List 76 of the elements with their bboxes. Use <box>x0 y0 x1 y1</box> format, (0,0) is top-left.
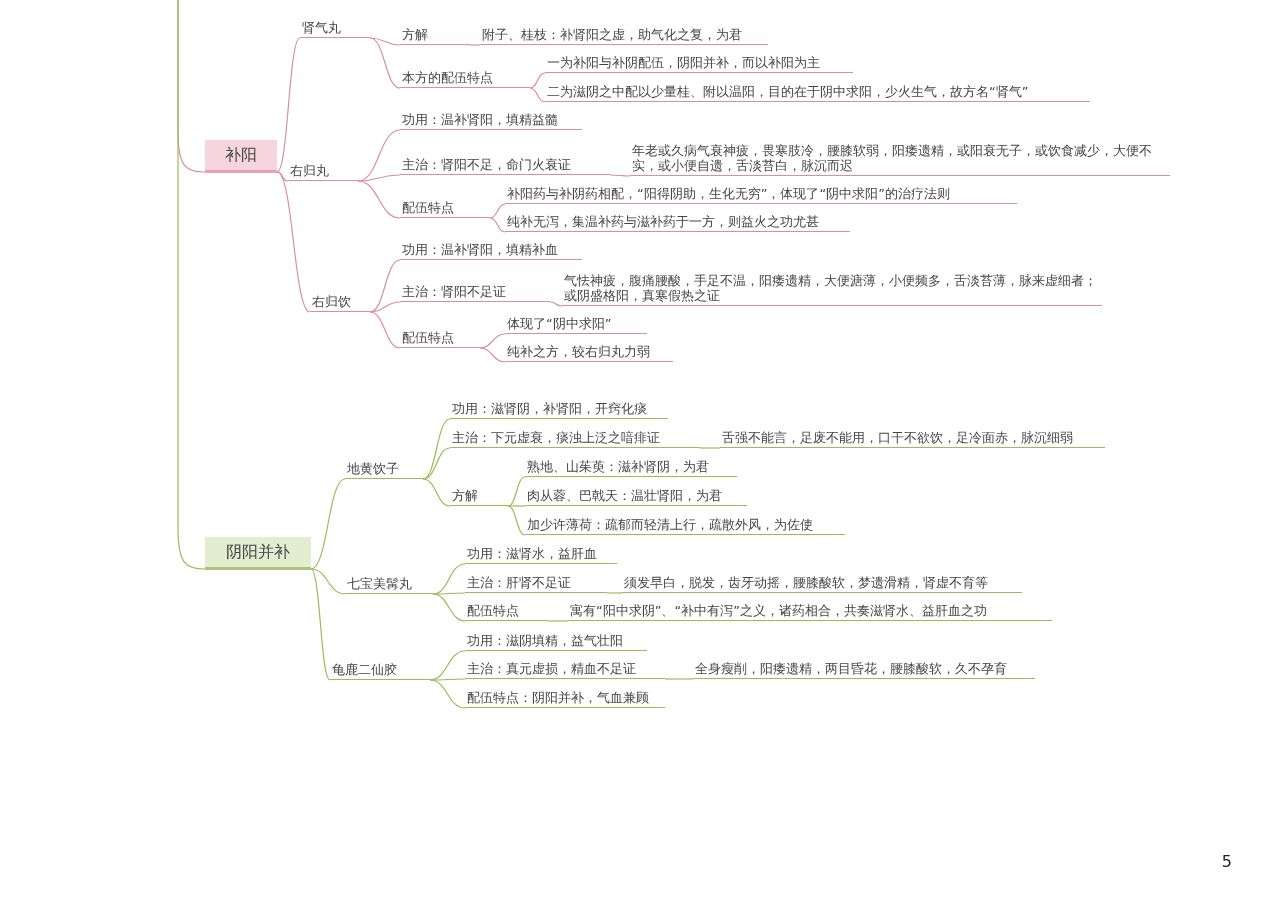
branch-line <box>469 44 481 46</box>
branch-line <box>429 678 466 681</box>
branch-line <box>479 347 506 363</box>
branch-line <box>310 568 346 595</box>
branch-line <box>699 447 721 449</box>
branch-line <box>422 478 451 507</box>
branch-line <box>432 592 466 595</box>
topic-node: 方解 <box>400 27 470 45</box>
branch-line <box>310 568 331 681</box>
topic-node: 一为补阳与补阴配伍，阴阳并补，而以补阳为主 <box>545 55 853 73</box>
topic-node: 气怯神疲，腹痛腰酸，手足不温，阳痿遗精，大便溏薄，小便频多，舌淡苔薄，脉来虚细者；或阴盛格阳，真寒假热之证 <box>562 273 1102 306</box>
branch-line <box>664 678 694 680</box>
branch-line <box>369 301 401 313</box>
topic-node: 全身瘦削，阳痿遗精，两目昏花，腰膝酸软，久不孕育 <box>693 661 1035 679</box>
topic-node: 地黄饮子 <box>345 461 423 479</box>
branch-line <box>432 593 466 622</box>
topic-node: 纯补无泻，集温补药与滋补药于一方，则益火之功尤甚 <box>505 214 850 232</box>
topic-node: 右归饮 <box>310 294 370 312</box>
branch-line <box>276 171 311 313</box>
branch-line <box>606 592 623 594</box>
topic-node: 配伍特点 <box>465 603 547 621</box>
branch-line <box>609 174 631 177</box>
branch-line <box>546 620 569 622</box>
topic-node: 本方的配伍特点 <box>400 70 530 88</box>
branch-line <box>479 333 506 349</box>
topic-node: 配伍特点 <box>400 200 490 218</box>
topic-node: 七宝美髯丸 <box>345 576 433 594</box>
topic-node: 功用：滋阴填精，益气壮阳 <box>465 633 647 651</box>
branch-line <box>507 476 526 507</box>
branch-line <box>357 180 401 219</box>
branch-line <box>369 311 401 349</box>
topic-node: 功用：滋肾阴，补肾阳，开窍化痰 <box>450 401 668 419</box>
topic-node: 肾气丸 <box>300 20 370 38</box>
branch-line <box>357 174 401 182</box>
topic-node: 纯补之方，较右归丸力弱 <box>505 344 673 362</box>
branch-line <box>422 447 451 480</box>
topic-node: 龟鹿二仙胶 <box>330 662 430 680</box>
branch-line <box>429 679 466 709</box>
branch-line <box>507 505 526 507</box>
page-number: 5 <box>1221 852 1232 871</box>
topic-node: 方解 <box>450 488 508 506</box>
topic-node: 肉从蓉、巴戟天：温壮肾阳，为君 <box>525 488 747 506</box>
topic-node: 配伍特点：阴阳并补，气血兼顾 <box>465 690 665 708</box>
topic-node: 主治：肾阳不足，命门火衰证 <box>400 157 610 175</box>
topic-node: 附子、桂枝：补肾阳之虚，助气化之复，为君 <box>480 27 768 45</box>
branch-line <box>529 72 546 89</box>
branch-line <box>310 478 346 570</box>
topic-node: 补阳药与补阴药相配，“阳得阴助，生化无穷”，体现了“阴中求阳”的治疗法则 <box>505 186 1017 204</box>
topic-node: 体现了“阴中求阳” <box>505 316 647 334</box>
category-box: 补阳 <box>205 140 277 173</box>
topic-node: 功用：滋肾水，益肝血 <box>465 546 617 564</box>
category-box: 阴阳并补 <box>205 537 311 570</box>
topic-node: 右归丸 <box>288 163 358 181</box>
topic-node: 配伍特点 <box>400 330 480 348</box>
branch-line <box>177 0 206 570</box>
topic-node: 主治：真元虚损，精血不足证 <box>465 661 665 679</box>
branch-line <box>549 301 563 307</box>
topic-node: 熟地、山茱萸：滋补肾阴，为君 <box>525 459 737 477</box>
branch-line <box>422 418 451 480</box>
topic-node: 主治：下元虚衰，痰浊上泛之喑痱证 <box>450 430 700 448</box>
branch-line <box>489 203 506 219</box>
branch-line <box>369 37 401 89</box>
topic-node: 主治：肾阳不足证 <box>400 284 550 302</box>
topic-node: 功用：温补肾阳，填精益髓 <box>400 112 582 130</box>
topic-node: 舌强不能言，足废不能用，口干不欲饮，足冷面赤，脉沉细弱 <box>720 430 1105 448</box>
topic-node: 年老或久病气衰神疲，畏寒肢冷，腰膝软弱，阳痿遗精，或阳衰无子，或饮食减少，大便不实，或小便自遗，舌淡苔白，脉沉而迟 <box>630 143 1170 176</box>
topic-node: 功用：温补肾阳，填精补血 <box>400 242 582 260</box>
branch-line <box>529 87 546 103</box>
branch-line <box>489 217 506 233</box>
branch-line <box>507 505 526 536</box>
topic-node: 主治：肝肾不足证 <box>465 575 607 593</box>
topic-node: 二为滋阴之中配以少量桂、附以温阳，目的在于阴中求阳，少火生气，故方名“肾气” <box>545 84 1090 102</box>
topic-node: 寓有“阳中求阴”、“补中有泻”之义，诸药相合，共奏滋肾水、益肝血之功 <box>568 603 1052 621</box>
topic-node: 加少许薄荷：疏郁而轻清上行，疏散外风，为佐使 <box>525 517 845 535</box>
topic-node: 须发早白，脱发，齿牙动摇，腰膝酸软，梦遗滑精，肾虚不育等 <box>622 575 1022 593</box>
branch-line <box>276 37 301 173</box>
